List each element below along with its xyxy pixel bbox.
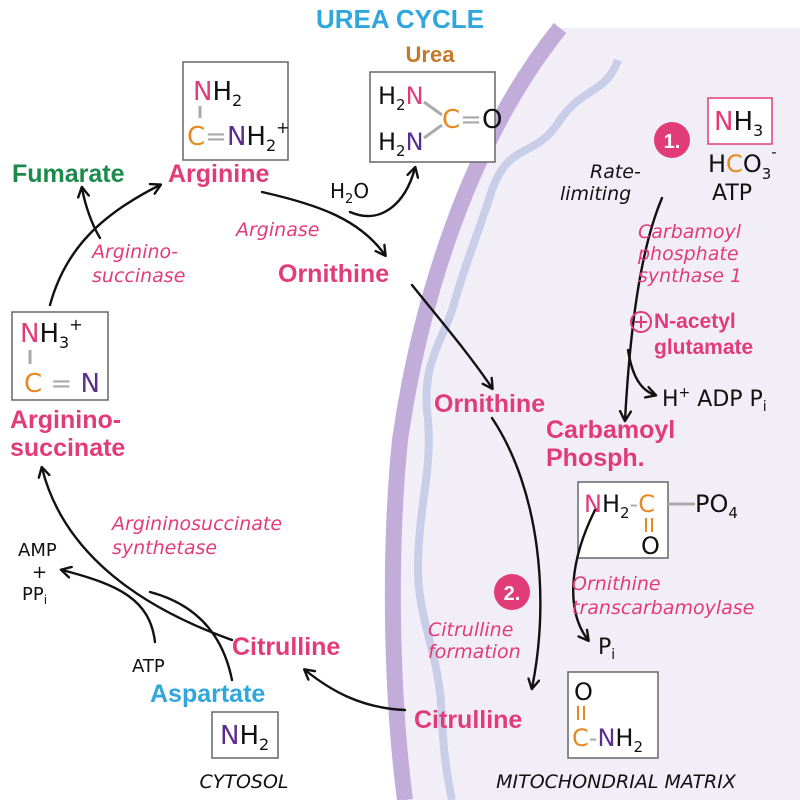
arrow-carbamoyl-to-pi — [572, 508, 597, 640]
argininosuccinate-line1: Arginino- — [10, 406, 121, 434]
carbamoyl-line1: Carbamoyl — [546, 416, 675, 444]
reaction-arrows — [42, 168, 664, 712]
argininosuccinate-synthetase-label: Argininosuccinate synthetase — [110, 513, 288, 559]
arrow-fumarate-output — [82, 188, 102, 240]
cps1-line2: phosphate — [637, 243, 739, 265]
arrow-cps1-byproducts — [626, 348, 655, 395]
svg-text:NH3+: NH3+ — [20, 315, 83, 352]
svg-text:2.: 2. — [504, 583, 521, 605]
carbamoyl-phosphate-structure-box: NH2-C PO4 O — [577, 481, 738, 560]
carbamoyl-line2: Phosph. — [546, 444, 645, 472]
svg-text:C-NH2: C-NH2 — [572, 724, 643, 756]
arrow-argininosuccinate-to-arginine — [48, 185, 160, 307]
arrow-citrulline-to-argininosuccinate — [42, 468, 234, 642]
step-1-badge: 1. — [654, 122, 690, 158]
svg-text:NH3: NH3 — [714, 107, 763, 140]
argininosuccinate-line2: succinate — [10, 434, 125, 462]
activator-line1: N-acetyl — [654, 310, 736, 333]
cytosol-label: CYTOSOL — [199, 771, 288, 793]
inner-membrane — [413, 58, 622, 800]
arrow-h2o-to-urea — [348, 168, 415, 218]
amp-ppi-label: AMP + PPi — [18, 540, 62, 607]
urea-structure-box: Urea H2N H2N C=O — [369, 42, 502, 163]
aspartate-label: Aspartate — [150, 680, 265, 708]
water-label: H2O — [330, 179, 369, 207]
arrow-ammonia-to-carbamoyl — [625, 196, 664, 420]
argininosuccinate-label: Arginino- succinate — [10, 406, 128, 462]
svg-text:O: O — [574, 678, 593, 706]
matrix-label: MITOCHONDRIAL MATRIX — [496, 771, 737, 793]
cps1-label: Carbamoyl phosphate synthase 1 — [637, 221, 747, 287]
arrow-atp-to-amp — [62, 570, 157, 644]
citrulline-cytosol-label: Citrulline — [232, 633, 340, 661]
plus-icon — [630, 311, 652, 333]
step-2-badge: 2. — [494, 574, 530, 610]
arrow-citrulline-export — [305, 670, 407, 712]
arginine-label: Arginine — [168, 160, 269, 188]
arginine-structure-box: NH2 C=NH2+ — [182, 61, 290, 161]
otc-label: Ornithine transcarbamoylase — [572, 573, 754, 619]
cps1-line3: synthase 1 — [638, 265, 742, 287]
urea-label: Urea — [406, 42, 456, 67]
rate-limiting-line1: Rate- — [590, 161, 641, 183]
svg-text:1.: 1. — [664, 131, 681, 153]
atp-matrix-label: ATP — [712, 181, 752, 206]
ass-line2: synthetase — [112, 537, 217, 559]
citrulline-formation-line2: formation — [428, 641, 521, 663]
aspartate-amine-box: NH2 — [211, 711, 279, 759]
carbamoyl-phosph-label: Carbamoyl Phosph. — [546, 416, 682, 472]
fumarate-label: Fumarate — [12, 160, 125, 188]
ornithine-cytosol-label: Ornithine — [278, 260, 389, 288]
svg-text:H2N: H2N — [378, 128, 424, 160]
diagram-title: UREA CYCLE — [316, 4, 484, 34]
arrow-aspartate-input — [148, 590, 234, 682]
argininosuccinase-line2: succinase — [92, 265, 185, 287]
argininosuccinate-structure-box: NH3+ C = N — [11, 311, 109, 401]
svg-text:H2N: H2N — [378, 82, 424, 114]
atp-cytosol-label: ATP — [132, 656, 165, 677]
svg-text:NH2: NH2 — [220, 721, 269, 754]
svg-text:C=NH2+: C=NH2+ — [187, 118, 290, 155]
argininosuccinase-line1: Arginino- — [90, 241, 178, 263]
citrulline-formation-label: Citrulline formation — [428, 619, 521, 663]
ammonia-box: NH3 — [707, 97, 773, 145]
arrow-ornithine-to-citrulline — [490, 416, 542, 688]
otc-line2: transcarbamoylase — [572, 597, 754, 619]
mitochondrial-matrix-area — [392, 28, 800, 800]
citrulline-formation-line1: Citrulline — [428, 619, 513, 641]
svg-text:NH2: NH2 — [193, 77, 242, 110]
activator-line2: glutamate — [654, 336, 753, 359]
pi-matrix-label: Pi — [598, 635, 615, 663]
argininosuccinase-label: Arginino- succinase — [90, 241, 185, 287]
citrulline-structure-box: O C-NH2 — [567, 671, 659, 759]
activator-nag: N-acetyl glutamate — [630, 310, 753, 359]
otc-line1: Ornithine — [572, 573, 661, 595]
rate-limiting-label: Rate- limiting — [560, 161, 647, 205]
svg-text:NH2-C: NH2-C — [584, 490, 655, 522]
citrulline-matrix-label: Citrulline — [414, 706, 522, 734]
svg-text:C = N: C = N — [24, 369, 100, 399]
svg-text:C=O: C=O — [442, 105, 502, 135]
svg-text:N-acetyl glutamate: N-acetyl glutamate — [654, 310, 753, 359]
arrow-arginine-to-ornithine — [260, 190, 385, 255]
arginase-label: Arginase — [234, 219, 319, 241]
cps1-line1: Carbamoyl — [638, 221, 742, 243]
rate-limiting-line2: limiting — [560, 183, 631, 205]
arrow-ornithine-into-matrix — [410, 283, 492, 388]
cps1-byproducts-label: H+ ADP Pi — [662, 385, 767, 415]
ass-line1: Argininosuccinate — [110, 513, 282, 535]
ornithine-matrix-label: Ornithine — [434, 390, 545, 418]
svg-text:O: O — [641, 532, 660, 560]
